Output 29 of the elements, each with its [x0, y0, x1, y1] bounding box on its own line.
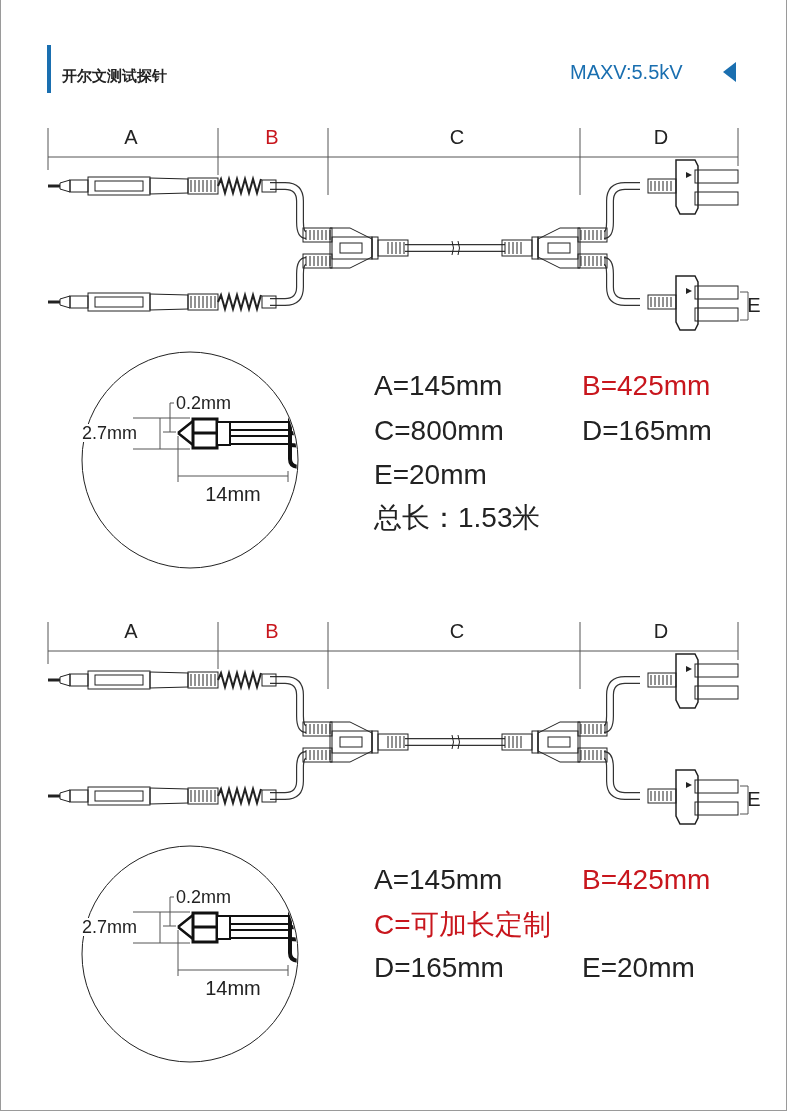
- spec-text: C=可加长定制: [374, 911, 551, 939]
- dimension-label: 14mm: [205, 484, 261, 504]
- spec-text: B=425mm: [582, 866, 711, 894]
- spec-text: D=165mm: [582, 417, 712, 445]
- spec-text: 总长：1.53米: [374, 504, 541, 532]
- dimension-label: D: [653, 621, 669, 641]
- dimension-label: E: [747, 295, 761, 315]
- dimension-label: 2.7mm: [82, 918, 137, 936]
- dimension-label: D: [653, 127, 669, 147]
- dimension-label: 2.7mm: [82, 424, 137, 442]
- dimension-label: C: [449, 127, 465, 147]
- spec-text: D=165mm: [374, 954, 504, 982]
- spec-text: E=20mm: [374, 461, 487, 489]
- rating-label: MAXV:5.5kV: [570, 62, 683, 82]
- dimension-label: B: [265, 127, 279, 147]
- spec-text: B=425mm: [582, 372, 711, 400]
- dimension-label: C: [449, 621, 465, 641]
- spec-text: A=145mm: [374, 866, 503, 894]
- dimension-label: 0.2mm: [176, 888, 231, 906]
- title: 开尔文测试探针: [62, 68, 167, 83]
- dimension-label: A: [124, 621, 138, 641]
- dimension-label: 14mm: [205, 978, 261, 998]
- spec-text: A=145mm: [374, 372, 503, 400]
- spec-text: E=20mm: [582, 954, 695, 982]
- dimension-label: E: [747, 789, 761, 809]
- dimension-label: 0.2mm: [176, 394, 231, 412]
- dimension-label: A: [124, 127, 138, 147]
- spec-text: C=800mm: [374, 417, 504, 445]
- dimension-label: B: [265, 621, 279, 641]
